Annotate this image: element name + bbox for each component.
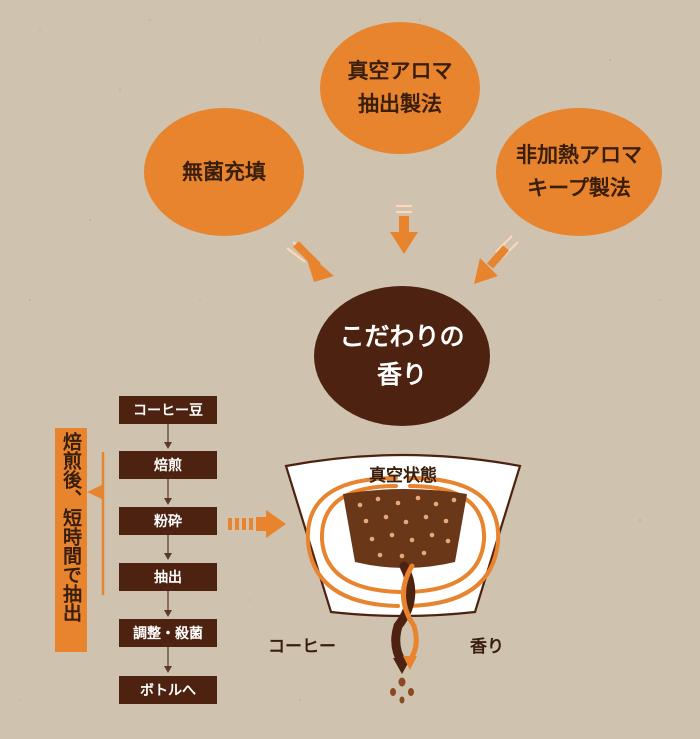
method-arrow-center-icon bbox=[390, 205, 418, 254]
transfer-arrow-icon bbox=[228, 510, 286, 538]
side-note: 焙煎後、短時間で抽出 bbox=[55, 428, 87, 652]
coffee-drip-icon bbox=[390, 677, 414, 704]
step-adjust-sterilize: 調整・殺菌 bbox=[119, 619, 217, 647]
result-circle: こだわりの 香り bbox=[314, 286, 490, 426]
method-arrow-right-icon bbox=[474, 235, 519, 284]
aroma-flow-label: 香り bbox=[470, 637, 504, 657]
step-arrows bbox=[164, 424, 172, 673]
side-bracket bbox=[87, 452, 105, 595]
method-circle-non-heat: 非加熱アロマ キープ製法 bbox=[496, 108, 662, 236]
method-arrow-left-icon bbox=[286, 241, 334, 282]
method-circle-aseptic: 無菌充填 bbox=[144, 108, 304, 236]
side-note-text: 焙煎後、短時間で抽出 bbox=[60, 432, 82, 622]
step-extract: 抽出 bbox=[119, 563, 217, 591]
step-bottle: ボトルへ bbox=[119, 676, 217, 704]
coffee-flow-label: コーヒー bbox=[268, 637, 336, 657]
step-grind: 粉砕 bbox=[119, 507, 217, 535]
vacuum-chamber bbox=[284, 453, 522, 618]
step-beans: コーヒー豆 bbox=[119, 396, 217, 424]
step-roast: 焙煎 bbox=[119, 451, 217, 479]
chamber-title: 真空状態 bbox=[369, 466, 437, 486]
method-circle-vacuum: 真空アロマ 抽出製法 bbox=[320, 22, 480, 154]
